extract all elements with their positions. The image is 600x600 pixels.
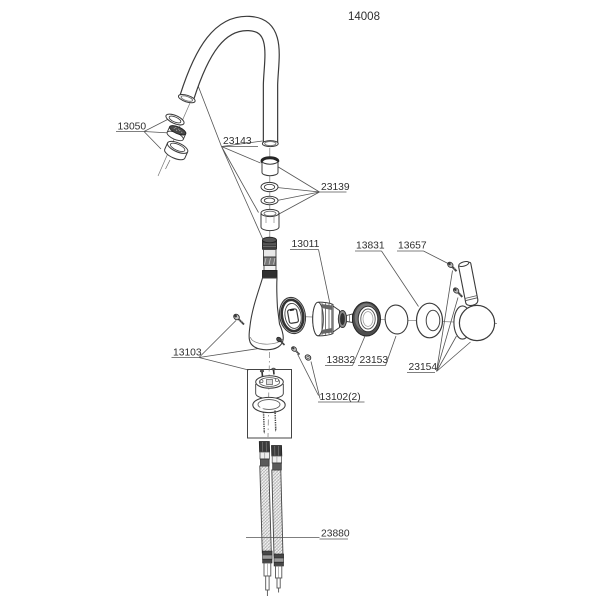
handle-dome: [458, 304, 496, 342]
label-handle: 23154: [409, 362, 438, 373]
mounting-kit-box: [247, 351, 292, 439]
cartridge-ring-nut: [352, 301, 381, 337]
spout-base-stack: [260, 156, 280, 232]
retaining-clip-collar: [260, 156, 280, 177]
bearing-collar: [260, 208, 280, 232]
aerator-shell: [164, 140, 189, 161]
hose-right: [271, 445, 284, 593]
label-spout: 23143: [223, 136, 252, 147]
label-cartridge-nut: 13832: [327, 355, 356, 366]
label-mounting-kit: 13103: [173, 348, 202, 359]
spout-outlet: [177, 93, 196, 104]
cartridge-cap: [415, 302, 444, 339]
label-handle-screw: 13657: [398, 241, 427, 252]
handle-screw-b: [452, 287, 464, 298]
aerator-assembly: [164, 113, 189, 170]
part-labels: 14008 13050 23143 23139 13011 13831 1365…: [118, 11, 438, 540]
handle-lever: [458, 261, 479, 307]
body-set-screw: [276, 336, 286, 346]
hose-left: [258, 441, 273, 596]
mounting-flange: [255, 367, 284, 400]
handle-assembly: [447, 261, 496, 342]
supply-hoses: [246, 441, 348, 596]
aerator-washer: [165, 113, 185, 126]
fixing-screw-2: [304, 354, 312, 361]
fixing-screw-1: [291, 346, 301, 356]
label-dome-ring: 23153: [360, 355, 389, 366]
hoses-leader-line: [246, 537, 348, 540]
seal-ring-2: [260, 195, 279, 206]
label-cartridge: 13011: [292, 239, 320, 250]
label-cartridge-cap: 13831: [356, 241, 385, 252]
faucet-body: [248, 277, 307, 351]
ceramic-cartridge: [312, 301, 353, 337]
cartridge-port: [278, 296, 307, 335]
label-spout-seals: 23139: [321, 182, 350, 193]
body-mount-screw: [233, 313, 245, 326]
aerator-insert: [166, 125, 187, 142]
body-neck-stack: [262, 236, 278, 279]
mounting-horseshoe-bracket: [252, 396, 286, 414]
mounting-studs: [262, 410, 277, 434]
spout-tube: [177, 15, 280, 148]
diagram-title: 14008: [348, 11, 380, 23]
seal-ring-1: [260, 181, 279, 193]
label-supply-hoses: 23880: [321, 529, 350, 540]
dome-seal-ring: [384, 304, 409, 335]
label-body-screws: 13102(2): [320, 392, 361, 403]
label-aerator: 13050: [118, 122, 147, 133]
leader-lines: [116, 82, 471, 403]
handle-screw-a: [447, 261, 458, 272]
spout-base-opening: [261, 140, 279, 148]
